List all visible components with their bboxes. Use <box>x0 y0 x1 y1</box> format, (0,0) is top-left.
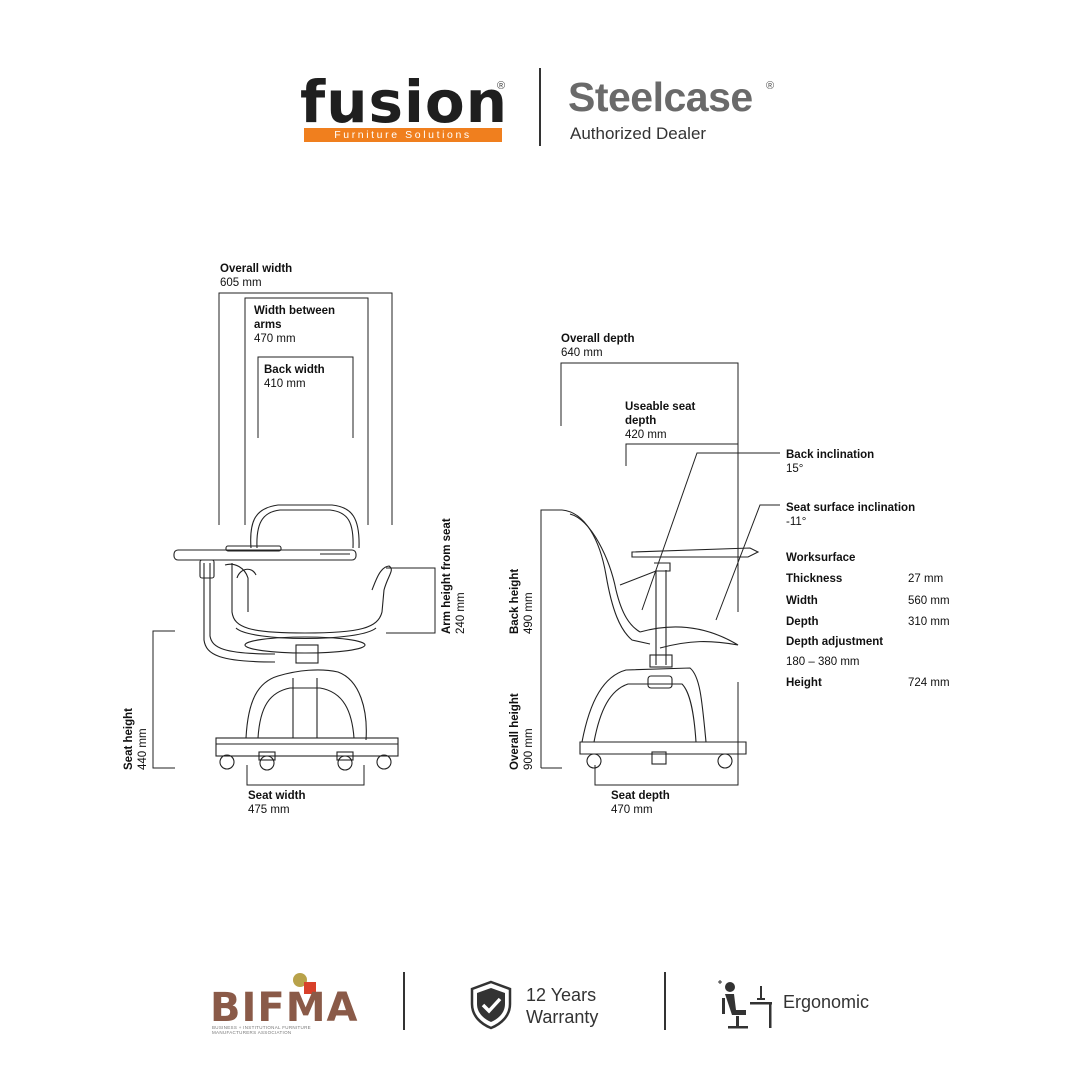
shield-check-icon <box>470 980 512 1030</box>
warranty-text: 12 Years Warranty <box>526 985 599 1027</box>
depth-adjustment-value: 180 – 380 mm <box>786 656 860 668</box>
back-inclination-label: Back inclination 15° <box>786 449 875 475</box>
overall-width-label: Overall width 605 mm <box>220 263 293 289</box>
fusion-logo-word: fusion <box>300 68 509 136</box>
overall-depth-bracket <box>560 362 739 612</box>
seat-inclination-leader <box>715 504 780 621</box>
header-divider <box>539 68 541 146</box>
worksurface-height-value: 724 mm <box>908 677 950 689</box>
seat-surface-inclination-label: Seat surface inclination -11° <box>786 502 916 528</box>
overall-depth-label: Overall depth 640 mm <box>561 333 635 359</box>
bifma-logo-word: BIFMA <box>210 985 359 1031</box>
steelcase-logo-word: Steelcase <box>568 74 753 120</box>
useable-seat-depth-label: Useable seat depth 420 mm <box>625 401 696 441</box>
seat-depth-label: Seat depth 470 mm <box>611 790 670 816</box>
bifma-subtitle: BUSINESS + INSTITUTIONAL FURNITURE MANUF… <box>212 1025 311 1035</box>
arm-height-label: Arm height from seat 240 mm <box>441 518 467 634</box>
footer-divider-2 <box>664 972 666 1030</box>
back-inclination-leader <box>641 452 780 611</box>
worksurface-width-value: 560 mm <box>908 595 950 607</box>
seat-width-label: Seat width 475 mm <box>248 790 306 816</box>
ergonomic-desk-icon <box>718 980 772 1029</box>
worksurface-thickness-label: Thickness <box>786 573 843 585</box>
back-height-label: Back height 490 mm <box>509 568 535 634</box>
depth-adjustment-label: Depth adjustment <box>786 636 884 648</box>
seat-height-label: Seat height 440 mm <box>123 708 149 770</box>
overall-width-bracket <box>218 292 393 525</box>
ergonomic-text: Ergonomic <box>783 992 870 1012</box>
worksurface-width-label: Width <box>786 595 818 607</box>
back-height-bracket <box>540 509 562 768</box>
useable-seat-depth-bracket <box>625 443 738 466</box>
seat-depth-bracket <box>594 682 739 786</box>
worksurface-depth-value: 310 mm <box>908 616 950 628</box>
side-chair <box>561 509 760 769</box>
fusion-tagline: Furniture Solutions <box>304 128 502 142</box>
width-between-arms-bracket <box>244 297 369 525</box>
back-width-label: Back width 410 mm <box>264 364 325 390</box>
worksurface-thickness-value: 27 mm <box>908 573 944 585</box>
overall-height-label: Overall height 900 mm <box>509 693 535 770</box>
width-between-arms-label: Width between arms 470 mm <box>254 305 336 345</box>
worksurface-depth-label: Depth <box>786 616 819 628</box>
worksurface-height-label: Height <box>786 677 822 689</box>
footer-divider-1 <box>403 972 405 1030</box>
authorized-dealer-text: Authorized Dealer <box>570 124 707 143</box>
front-chair <box>173 504 399 771</box>
steelcase-registered-mark: ® <box>766 80 775 92</box>
bifma-dots-icon <box>293 973 316 994</box>
arm-height-bracket <box>386 567 436 634</box>
worksurface-title: Worksurface <box>786 552 856 564</box>
seat-width-bracket <box>246 765 365 786</box>
seat-height-bracket <box>152 630 175 769</box>
fusion-registered-mark: ® <box>497 80 506 92</box>
back-width-bracket <box>257 356 354 438</box>
